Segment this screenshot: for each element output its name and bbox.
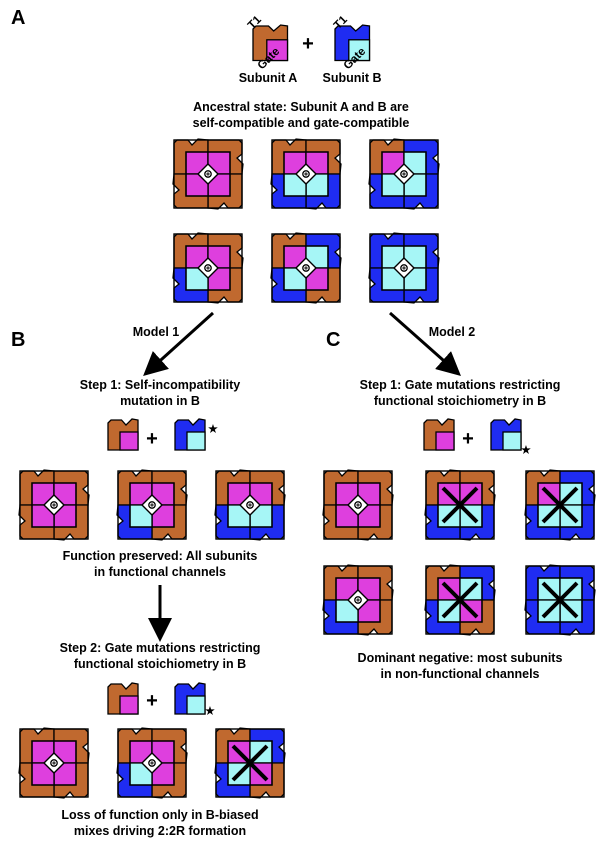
model1-step2-star: ★: [204, 704, 215, 718]
subunit-b-4: [172, 267, 209, 303]
closed-channel-x-icon: [541, 486, 579, 524]
ancestral-channel-row-2: [172, 232, 440, 304]
model2-channel-row-1: [322, 469, 596, 541]
panel-letter-b: B: [11, 329, 25, 351]
model1-step1-plus: +: [146, 428, 158, 450]
channel-aaaa: [322, 469, 394, 541]
ancestral-channel-row-1: [172, 138, 440, 210]
subunit-b-label: Subunit B: [322, 71, 381, 85]
closed-channel-x-icon: [441, 486, 479, 524]
subunit-a-2: [53, 728, 90, 764]
model1-step2-channel-row: [18, 727, 286, 799]
model1-result1-line2: in functional channels: [94, 565, 226, 579]
model1-step2-plus: +: [146, 690, 158, 712]
model1-step1-line1: Step 1: Self-incompatibility: [80, 378, 240, 392]
model-2-label: Model 2: [429, 325, 476, 339]
panel-letter-c: C: [326, 329, 340, 351]
subunit-a-2: [151, 470, 188, 506]
subunit-a-1: [323, 564, 359, 601]
model2-step1-line2: functional stoichiometry in B: [374, 394, 546, 408]
subunit-b-1: [369, 232, 405, 269]
subunit-a-2: [249, 470, 286, 506]
subunit-b-3: [403, 173, 439, 210]
subunit-a-3: [151, 762, 187, 799]
closed-channel-x-icon: [441, 581, 479, 619]
subunit-a-1: [173, 232, 209, 269]
model1-step1-star: ★: [207, 422, 218, 436]
channel-aaab: [116, 469, 188, 541]
channel-aaaa: [172, 138, 244, 210]
legend-plus: +: [302, 33, 314, 55]
channel-bbbb: [368, 232, 440, 304]
channel-aaaa: [18, 727, 90, 799]
channel-aaab: [322, 564, 394, 636]
arrow-to-model-2: [389, 311, 461, 376]
model2-subunit-b-icon: [490, 418, 522, 451]
channel-aaab: [172, 232, 244, 304]
model1-step2-subunit-a-icon: [107, 682, 139, 715]
channel-abab: [424, 564, 496, 636]
channel-aaab: [116, 727, 188, 799]
channel-aabb: [270, 138, 342, 210]
channel-abbb: [524, 469, 596, 541]
channel-aabb: [424, 469, 496, 541]
model1-result2-line1: Loss of function only in B-biased: [61, 808, 258, 822]
ancestral-caption-line2: self-compatible and gate-compatible: [193, 116, 410, 130]
model2-result-line2: in non-functional channels: [380, 667, 539, 681]
subunit-a-1: [215, 469, 251, 506]
channel-abab: [214, 727, 286, 799]
model1-step1-channel-row: [18, 469, 286, 541]
model1-step2-line2: functional stoichiometry in B: [74, 657, 246, 671]
legend-subunit-b-icon: [334, 24, 371, 62]
subunit-b-4: [214, 504, 251, 540]
legend-subunit-a-icon: [252, 24, 289, 62]
model1-result2-line2: mixes driving 2:2R formation: [74, 824, 246, 838]
subunit-a-label: Subunit A: [239, 71, 298, 85]
model1-step1-subunit-a-icon: [107, 418, 139, 451]
closed-channel-x-icon: [231, 744, 269, 782]
subunit-a-4: [172, 173, 209, 209]
channel-aabb: [214, 469, 286, 541]
channel-abbb: [368, 138, 440, 210]
model2-channel-row-2: [322, 564, 596, 636]
arrow-to-model-1: [143, 311, 215, 377]
channel-bbbb: [524, 564, 596, 636]
subunit-a-3: [151, 504, 187, 541]
model1-step1-subunit-b-icon: [174, 418, 206, 451]
model2-step1-line1: Step 1: Gate mutations restricting: [360, 378, 561, 392]
panel-letter-a: A: [11, 7, 25, 29]
model1-step1-line2: mutation in B: [120, 394, 200, 408]
model2-subunit-a-icon: [423, 418, 455, 451]
model-1-label: Model 1: [133, 325, 180, 339]
model2-star: ★: [520, 443, 531, 457]
ancestral-caption-line1: Ancestral state: Subunit A and B are: [193, 100, 409, 114]
channel-abab: [270, 232, 342, 304]
channel-aaaa: [18, 469, 90, 541]
model1-result1-line1: Function preserved: All subunits: [63, 549, 258, 563]
closed-channel-x-icon: [541, 581, 579, 619]
model1-step2-subunit-b-icon: [174, 682, 206, 715]
model1-step2-line1: Step 2: Gate mutations restricting: [60, 641, 261, 655]
model2-result-line1: Dominant negative: most subunits: [358, 651, 563, 665]
model2-plus: +: [462, 428, 474, 450]
